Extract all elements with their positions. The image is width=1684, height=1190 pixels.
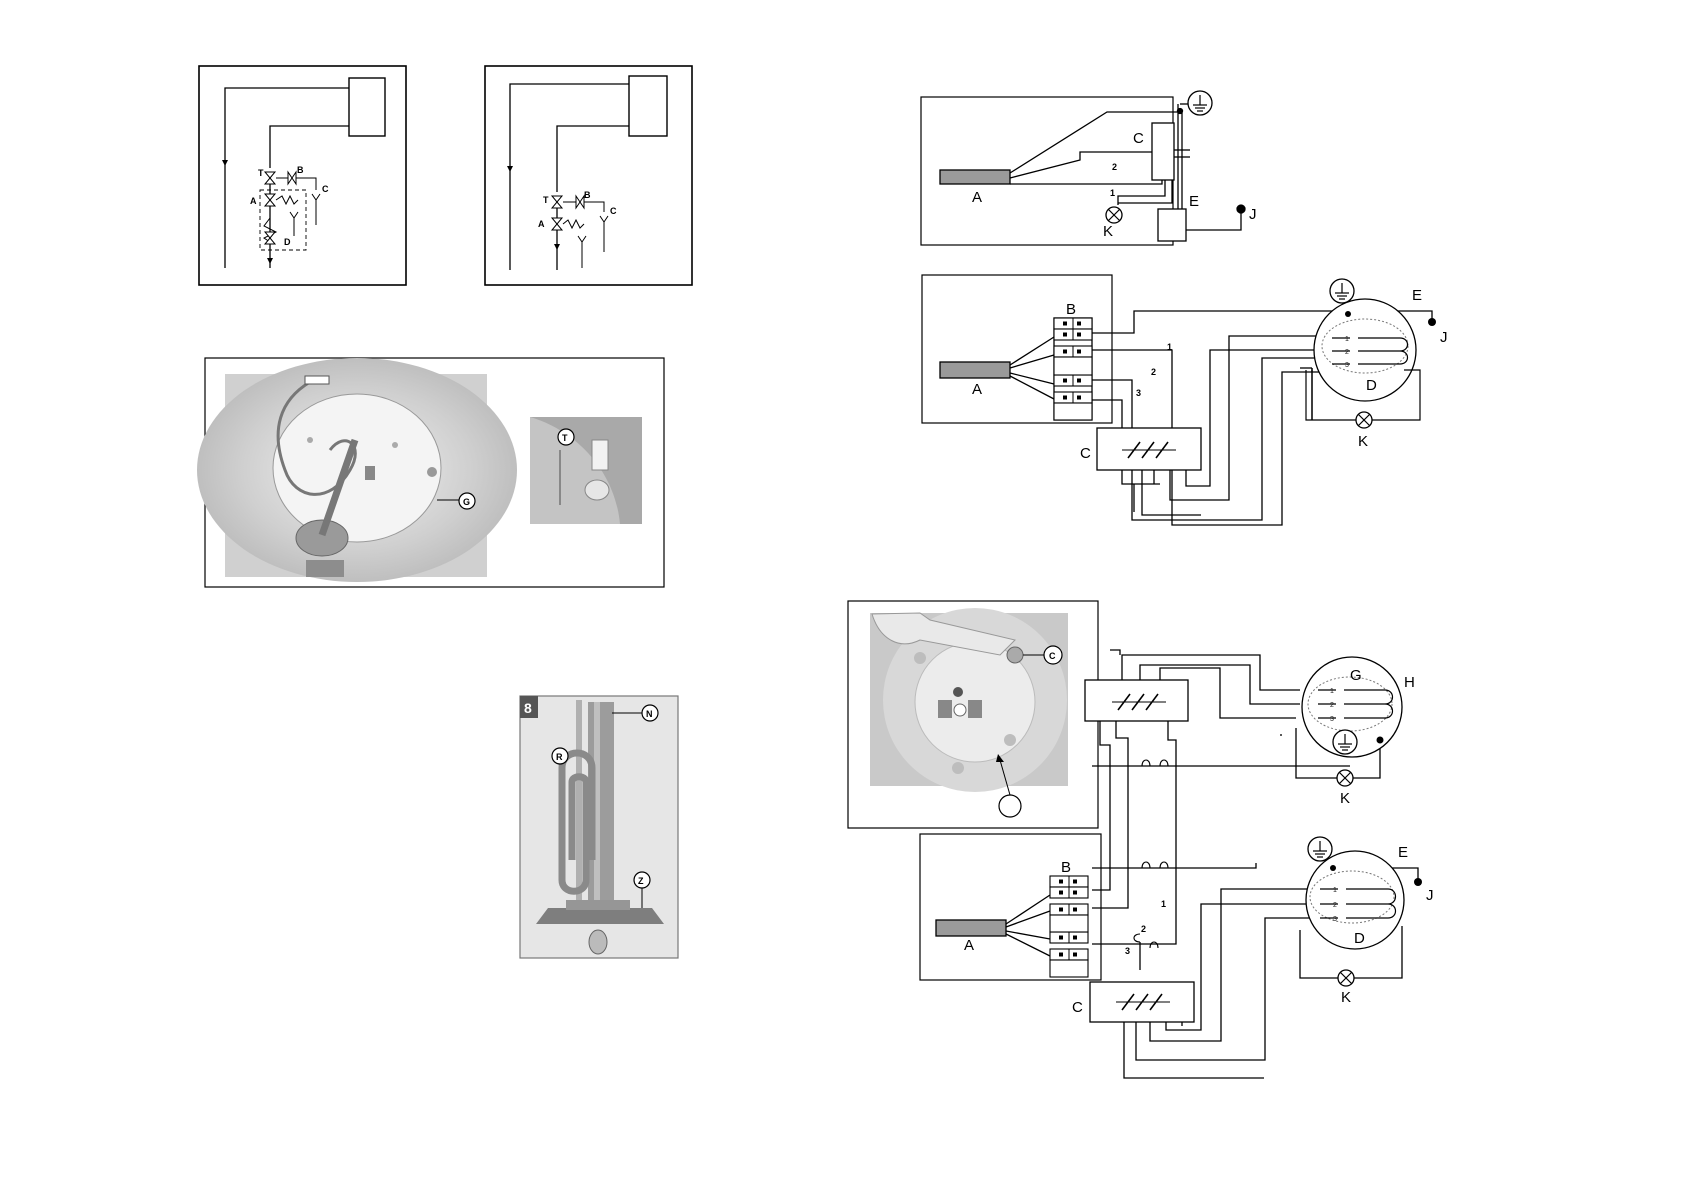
power-cable-a [935, 919, 1007, 937]
element-e [1157, 208, 1187, 242]
w3-label-j: J [1426, 887, 1434, 904]
callout-g-label: G [463, 497, 470, 507]
photo-panel-flange: G T [197, 357, 665, 588]
w2-label-a: A [972, 381, 982, 398]
photo-panel-flange-wrench: C [847, 600, 1099, 829]
w1-label-e: E [1189, 193, 1199, 210]
w1-label-c: C [1133, 130, 1144, 147]
w3-label-e: E [1398, 844, 1408, 861]
ground-icon [1332, 729, 1358, 755]
wiring-diagram-2-parts: A B C D E J K 1 2 3 1 2 3 [972, 278, 1448, 462]
w2-label-c: C [1080, 445, 1091, 462]
w3-bottom-element-3: 3 [1333, 916, 1337, 923]
w2-element-3: 3 [1345, 362, 1349, 369]
plumb-right-label-c: C [610, 206, 617, 216]
lamp-icon [1105, 206, 1123, 224]
w3-label-b: B [1061, 859, 1071, 876]
photo-heating-element: 8 N R Z [519, 695, 679, 959]
wiring-diagram-3 [919, 649, 1419, 1079]
w3-bottom-element-1: 1 [1333, 887, 1337, 894]
w3-label-g: G [1350, 667, 1362, 684]
wiring-diagram-1-symbols: A C E J K 1 2 [972, 90, 1257, 240]
w1-wire-1: 1 [1110, 188, 1115, 198]
lamp-icon [1355, 411, 1373, 429]
plumb-right-label-t: T [543, 195, 549, 205]
w3-label-h: H [1404, 674, 1415, 691]
callout-blank [998, 794, 1022, 818]
plumb-right-label-b: B [584, 190, 591, 200]
figure-badge-8: 8 [524, 700, 532, 716]
plumb-left-label-a: A [250, 196, 257, 206]
w2-label-b: B [1066, 301, 1076, 318]
w2-element-2: 2 [1345, 349, 1349, 356]
tank-symbol [628, 75, 668, 137]
tank-symbol [348, 77, 386, 137]
thermostat-c-top [1084, 679, 1189, 722]
w3-wire-2: 2 [1141, 924, 1146, 934]
power-cable-a [939, 169, 1011, 185]
element-flange-e [1305, 850, 1405, 950]
w1-label-a: A [972, 189, 982, 206]
w2-label-j: J [1440, 329, 1448, 346]
callout-z-label: Z [638, 876, 644, 886]
callout-t-label: T [562, 433, 568, 443]
lamp-icon [1336, 769, 1354, 787]
power-cable-a [939, 361, 1011, 379]
w2-label-e: E [1412, 287, 1422, 304]
plumbing-diagram-right: T B C A [484, 65, 693, 286]
w2-label-k: K [1358, 433, 1368, 450]
ground-icon [1329, 278, 1355, 304]
callout-t [557, 428, 575, 446]
ground-icon [1307, 836, 1333, 862]
plumb-left-label-d: D [284, 237, 291, 247]
w3-wire-3: 3 [1125, 946, 1130, 956]
element-flange-e [1313, 298, 1417, 402]
w1-wire-2: 2 [1112, 162, 1117, 172]
w3-top-element-3: 3 [1330, 716, 1334, 723]
callout-r [551, 747, 569, 765]
plumb-left-label-t: T [258, 168, 264, 178]
w3-label-a: A [964, 937, 974, 954]
w3-top-element-2: 2 [1330, 702, 1334, 709]
plumb-right-label-a: A [538, 219, 545, 229]
w2-wire-1: 1 [1167, 342, 1172, 352]
w2-wire-2: 2 [1151, 367, 1156, 377]
w3-label-d: D [1354, 930, 1365, 947]
w2-wire-3: 3 [1136, 388, 1141, 398]
wiring-diagram-1 [920, 96, 1246, 246]
plumb-left-label-c: C [322, 184, 329, 194]
callout-g [458, 492, 476, 510]
wiring-diagram-3-parts: A B C D E G H J K K 1 2 3 1 2 3 1 2 3 [964, 656, 1434, 1016]
w3-label-k-top: K [1340, 790, 1350, 807]
w2-label-d: D [1366, 377, 1377, 394]
w2-element-1: 1 [1345, 336, 1349, 343]
callout-c-label: C [1049, 651, 1056, 661]
callout-n-label: N [646, 709, 653, 719]
w1-label-k: K [1103, 223, 1113, 240]
w3-bottom-element-2: 2 [1333, 902, 1337, 909]
thermostat-c [1151, 122, 1175, 181]
ground-icon [1187, 90, 1213, 116]
w3-label-c: C [1072, 999, 1083, 1016]
plumb-left-label-b: B [297, 165, 304, 175]
w3-top-element-1: 1 [1330, 688, 1334, 695]
callout-r-label: R [556, 752, 563, 762]
w1-label-j: J [1249, 206, 1257, 223]
w3-label-k-bottom: K [1341, 989, 1351, 1006]
plumbing-diagram-left: T B C A D [198, 65, 407, 286]
lamp-icon [1337, 969, 1355, 987]
element-flange-h [1301, 656, 1403, 758]
w3-wire-1: 1 [1161, 899, 1166, 909]
callout-c [1043, 645, 1063, 665]
